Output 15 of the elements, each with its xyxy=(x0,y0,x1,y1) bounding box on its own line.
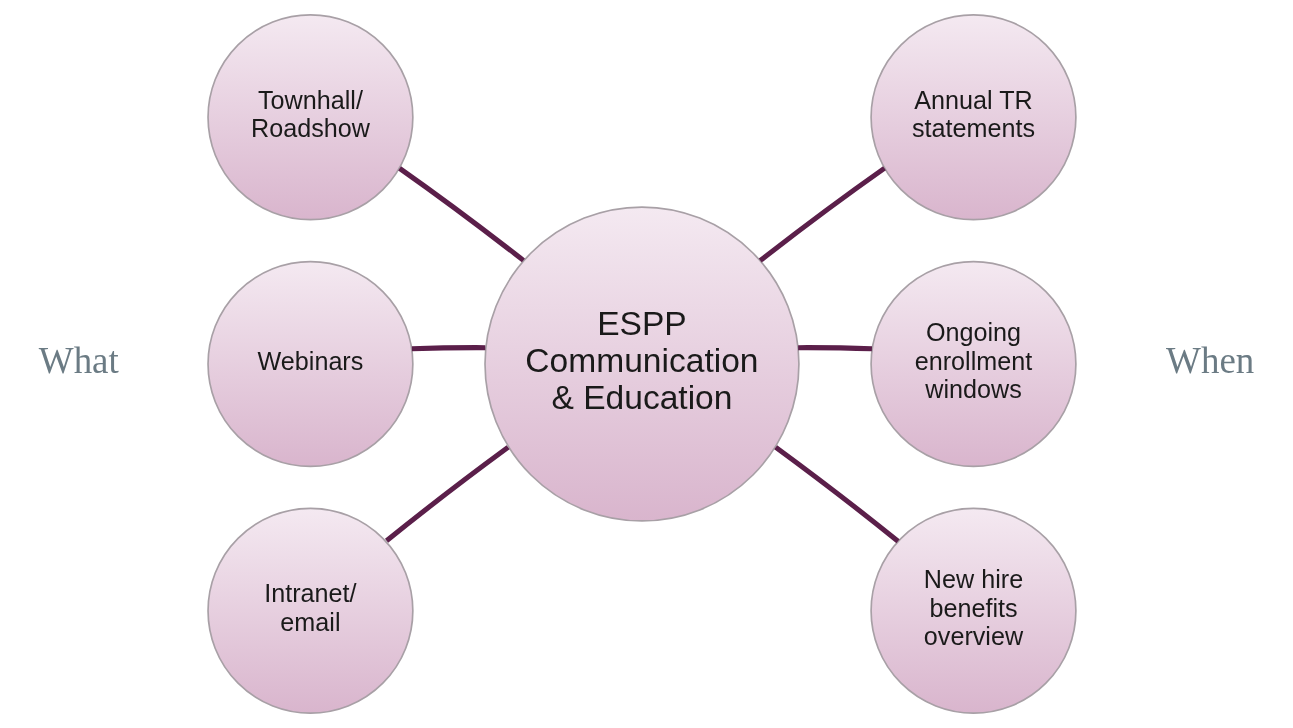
label: When xyxy=(1165,340,1254,382)
label: What xyxy=(38,340,119,382)
node-circle: Intranet/ email xyxy=(206,507,414,714)
node-circle: Annual TR statements xyxy=(869,14,1077,221)
node-circle: New hire benefits overview xyxy=(869,507,1077,714)
node-circle: ESPP Communication & Education xyxy=(483,206,800,522)
node-circle: Townhall/ Roadshow xyxy=(206,14,414,221)
node-circle: Webinars xyxy=(206,260,414,468)
connector xyxy=(797,345,872,352)
connector xyxy=(773,445,900,544)
connector xyxy=(758,166,886,263)
connector xyxy=(384,445,510,543)
node-circle: Ongoing enrollment windows xyxy=(869,260,1077,468)
connector xyxy=(397,166,525,263)
connector xyxy=(411,345,485,352)
